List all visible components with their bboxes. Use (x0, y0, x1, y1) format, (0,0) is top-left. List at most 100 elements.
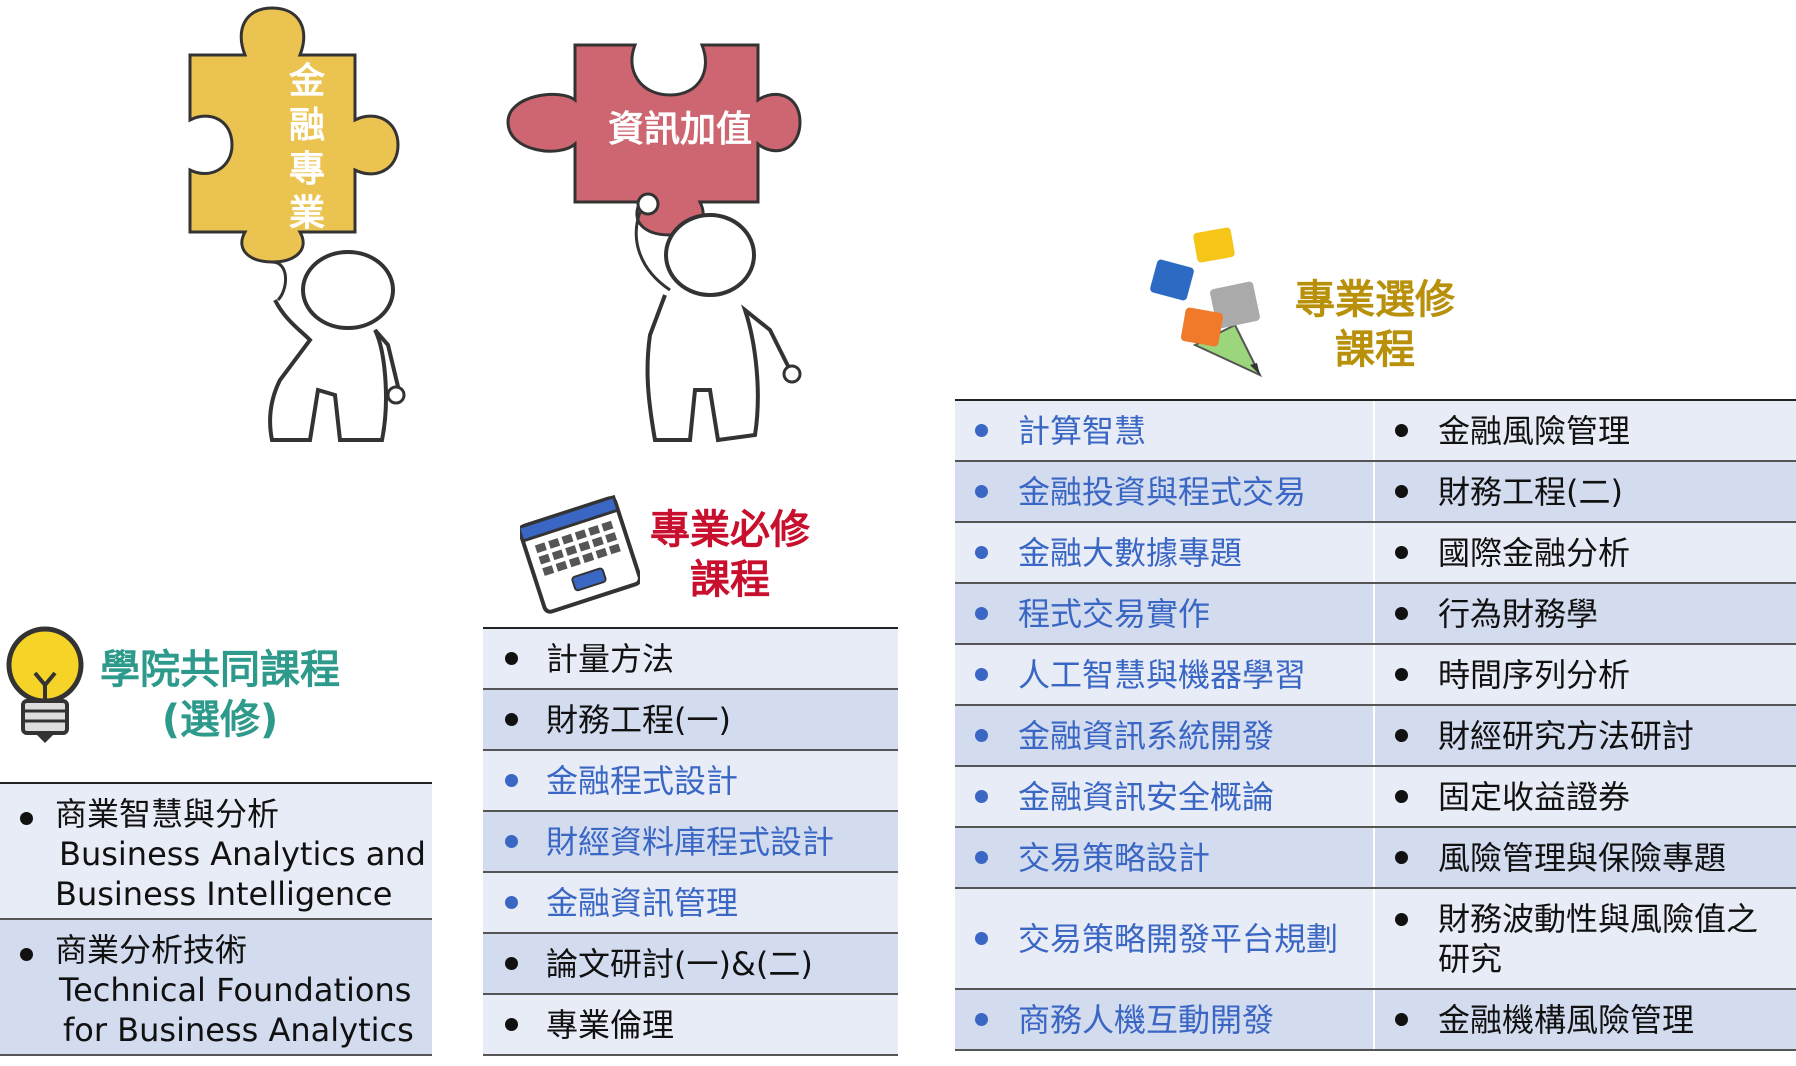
college-heading-line1: 學院共同課程 (100, 647, 340, 693)
elective-heading: 專業選修 課程 (1280, 275, 1470, 375)
bullet-icon (505, 713, 518, 726)
required-item-1: 計量方法 (546, 639, 675, 678)
elective-right-5: 時間序列分析 (1438, 655, 1631, 694)
elective-right-1: 金融風險管理 (1438, 411, 1631, 450)
red-puzzle-piece (506, 43, 802, 237)
yellow-puzzle-piece (188, 6, 400, 264)
college-item-1-en2: Business Intelligence (55, 875, 393, 913)
elective-row-8: 交易策略設計 風險管理與保險專題 (955, 828, 1796, 889)
elective-row-1: 計算智慧 金融風險管理 (955, 401, 1796, 462)
lightbulb-icon (6, 626, 84, 743)
elective-left-5: 人工智慧與機器學習 (1018, 655, 1307, 694)
puzzle-right-label: 資訊加值 (607, 109, 752, 150)
college-heading: 學院共同課程 (選修) (90, 645, 350, 745)
elective-left-1: 計算智慧 (1018, 411, 1147, 450)
bullet-icon (505, 957, 518, 970)
bullet-icon (1395, 424, 1408, 437)
elective-right-7: 固定收益證券 (1438, 777, 1631, 816)
elective-right-3: 國際金融分析 (1438, 533, 1631, 572)
required-item-5: 金融資訊管理 (546, 883, 739, 922)
bullet-icon (1395, 1013, 1408, 1026)
puzzle-figure-right (506, 43, 802, 443)
elective-row-6: 金融資訊系統開發 財經研究方法研討 (955, 706, 1796, 767)
elective-row-7: 金融資訊安全概論 固定收益證券 (955, 767, 1796, 828)
bullet-icon (975, 607, 988, 620)
bullet-icon (1395, 668, 1408, 681)
required-item-7: 專業倫理 (546, 1005, 675, 1044)
elective-left-6: 金融資訊系統開發 (1018, 716, 1275, 755)
elective-left-7: 金融資訊安全概論 (1018, 777, 1275, 816)
required-row-1: 計量方法 (483, 629, 898, 690)
elective-table: 計算智慧 金融風險管理 金融投資與程式交易 財務工程(二) 金融大數據專題 國際… (955, 399, 1796, 1051)
elective-row-4: 程式交易實作 行為財務學 (955, 584, 1796, 645)
elective-right-8: 風險管理與保險專題 (1438, 838, 1727, 877)
bullet-icon (975, 546, 988, 559)
required-row-6: 論文研討(一)&(二) (483, 934, 898, 995)
bullet-icon (975, 932, 988, 945)
college-item-2-en2: for Business Analytics (63, 1011, 414, 1049)
bullet-icon (975, 668, 988, 681)
bullet-icon (975, 729, 988, 742)
elective-right-6: 財經研究方法研討 (1438, 716, 1695, 755)
bullet-icon (975, 424, 988, 437)
required-item-6: 論文研討(一)&(二) (546, 944, 813, 983)
college-row-1: 商業智慧與分析 Business Analytics and Business … (0, 784, 432, 920)
elective-right-10: 金融機構風險管理 (1438, 1000, 1695, 1039)
required-heading: 專業必修 課程 (640, 505, 820, 605)
bullet-icon (1395, 790, 1408, 803)
elective-left-10: 商務人機互動開發 (1018, 1000, 1275, 1039)
bullet-icon (1395, 546, 1408, 559)
bullet-icon (20, 948, 33, 961)
bullet-icon (505, 835, 518, 848)
college-heading-line2: (選修) (161, 697, 279, 743)
bullet-icon (975, 851, 988, 864)
elective-left-3: 金融大數據專題 (1018, 533, 1243, 572)
required-table: 計量方法 財務工程(一) 金融程式設計 財經資料庫程式設計 金融資訊管理 論文研… (483, 627, 898, 1056)
college-item-1-zh: 商業智慧與分析 (55, 795, 280, 833)
required-row-2: 財務工程(一) (483, 690, 898, 751)
elective-right-2: 財務工程(二) (1438, 472, 1623, 511)
elective-left-8: 交易策略設計 (1018, 838, 1211, 877)
bullet-icon (505, 652, 518, 665)
elective-row-9: 交易策略開發平台規劃 財務波動性與風險值之研究 (955, 889, 1796, 990)
required-heading-line2: 課程 (690, 557, 770, 603)
bullet-icon (1395, 607, 1408, 620)
college-item-2-en1: Technical Foundations (59, 971, 412, 1009)
required-row-4: 財經資料庫程式設計 (483, 812, 898, 873)
elective-right-9: 財務波動性與風險值之 (1438, 900, 1759, 938)
bullet-icon (20, 812, 33, 825)
college-table: 商業智慧與分析 Business Analytics and Business … (0, 782, 432, 1056)
bullet-icon (1395, 913, 1408, 926)
bullet-icon (975, 790, 988, 803)
bullet-icon (505, 774, 518, 787)
college-row-2: 商業分析技術 Technical Foundations for Busines… (0, 920, 432, 1056)
bullet-icon (975, 485, 988, 498)
required-row-5: 金融資訊管理 (483, 873, 898, 934)
elective-right-9-line2: 研究 (1438, 940, 1503, 978)
required-item-2: 財務工程(一) (546, 700, 731, 739)
bullet-icon (975, 1013, 988, 1026)
elective-left-9: 交易策略開發平台規劃 (1018, 919, 1339, 958)
bullet-icon (1395, 851, 1408, 864)
elective-row-5: 人工智慧與機器學習 時間序列分析 (955, 645, 1796, 706)
elective-left-4: 程式交易實作 (1018, 594, 1211, 633)
required-item-3: 金融程式設計 (546, 761, 739, 800)
required-row-3: 金融程式設計 (483, 751, 898, 812)
college-item-1-en1: Business Analytics and (59, 835, 426, 873)
elective-heading-line2: 課程 (1335, 327, 1415, 373)
bullet-icon (505, 1018, 518, 1031)
laptop-icon (520, 494, 640, 614)
elective-heading-line1: 專業選修 (1295, 277, 1455, 323)
elective-row-10: 商務人機互動開發 金融機構風險管理 (955, 990, 1796, 1051)
bullet-icon (1395, 485, 1408, 498)
bullet-icon (1395, 729, 1408, 742)
bullet-icon (505, 896, 518, 909)
puzzle-figure-left (188, 6, 406, 442)
elective-left-2: 金融投資與程式交易 (1018, 472, 1307, 511)
puzzle-pencil-icon (1150, 227, 1263, 378)
puzzle-left-label: 金融專業 (288, 61, 325, 234)
elective-row-3: 金融大數據專題 國際金融分析 (955, 523, 1796, 584)
college-item-2-zh: 商業分析技術 (55, 931, 248, 969)
required-heading-line1: 專業必修 (650, 507, 810, 553)
required-row-7: 專業倫理 (483, 995, 898, 1056)
